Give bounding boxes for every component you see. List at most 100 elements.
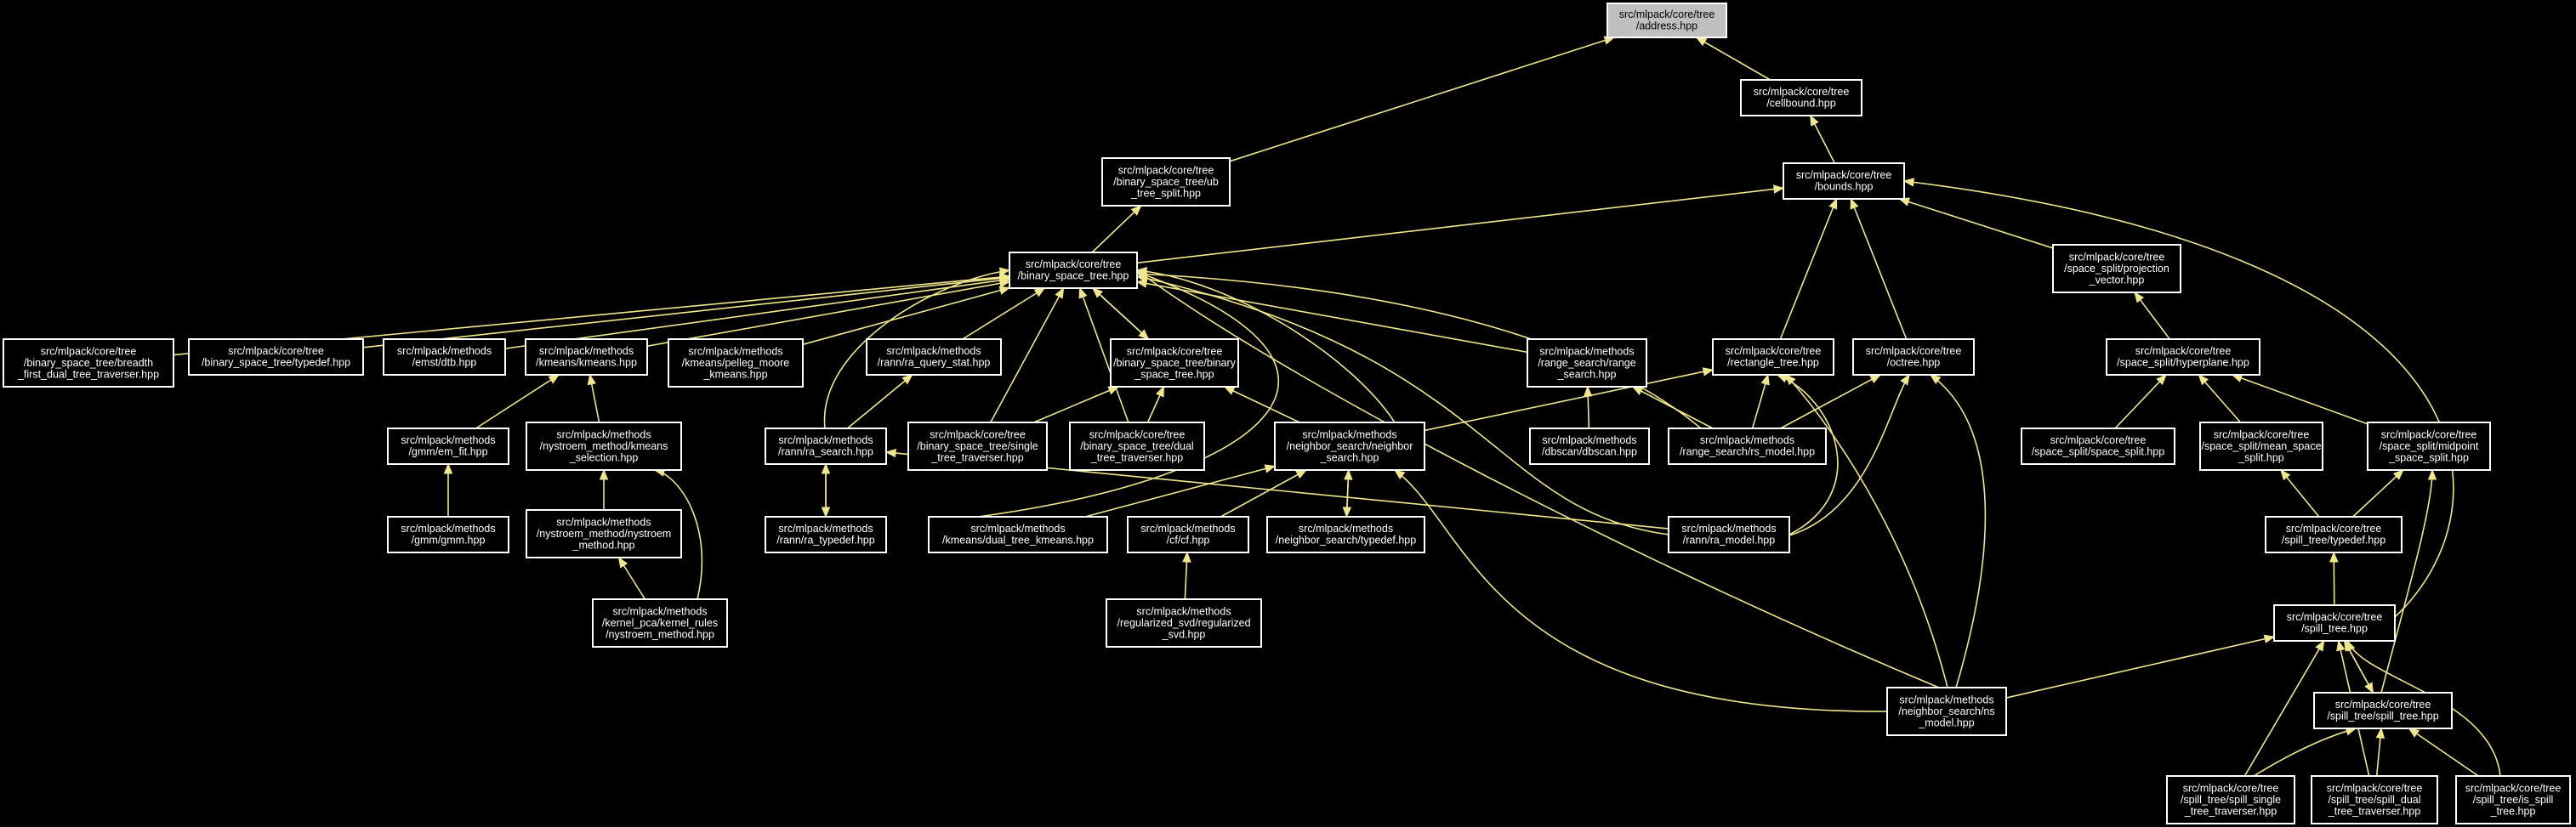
node-dual_trav[interactable]: src/mlpack/core/tree/binary_space_tree/d… xyxy=(1069,422,1205,471)
node-box xyxy=(526,509,682,558)
node-ra_query_stat[interactable]: src/mlpack/methods/rann/ra_query_stat.hp… xyxy=(866,338,1002,376)
node-gmm[interactable]: src/mlpack/methods/gmm/gmm.hpp xyxy=(387,516,509,553)
node-single_trav[interactable]: src/mlpack/core/tree/binary_space_tree/s… xyxy=(907,422,1048,471)
node-spill_single[interactable]: src/mlpack/core/tree/spill_tree/spill_si… xyxy=(2166,775,2295,824)
arrowhead xyxy=(2392,469,2404,480)
node-bounds[interactable]: src/mlpack/core/tree/bounds.hpp xyxy=(1783,162,1905,200)
edge-gmm-to-em_fit xyxy=(443,462,453,517)
node-space_split[interactable]: src/mlpack/core/tree/space_split/space_s… xyxy=(2021,428,2175,465)
node-spill_tree[interactable]: src/mlpack/core/tree/spill_tree.hpp xyxy=(2273,604,2396,642)
node-spill_typedef[interactable]: src/mlpack/core/tree/spill_tree/typedef.… xyxy=(2265,516,2403,553)
node-label-line: src/mlpack/core/tree xyxy=(1089,428,1186,440)
node-label-line: /cellbound.hpp xyxy=(1766,98,1835,110)
node-bst_typedef[interactable]: src/mlpack/core/tree/binary_space_tree/t… xyxy=(188,338,364,376)
node-label-line: /kmeans/pelleg_moore xyxy=(682,357,790,369)
node-label-line: _tree_split.hpp xyxy=(1130,187,1201,199)
node-ub_split[interactable]: src/mlpack/core/tree/binary_space_tree/u… xyxy=(1101,157,1231,207)
arrowhead xyxy=(1695,37,1708,47)
node-ra_model[interactable]: src/mlpack/methods/rann/ra_model.hpp xyxy=(1668,516,1790,553)
edge-kernel_pca-to-nystroem xyxy=(617,556,646,600)
edge-line xyxy=(504,278,1010,349)
node-bst[interactable]: src/mlpack/core/tree/binary_space_tree.h… xyxy=(1009,252,1138,289)
arrowhead xyxy=(2336,639,2346,652)
arrowhead xyxy=(1900,373,1910,386)
arrowhead xyxy=(2134,291,2145,303)
node-range_search[interactable]: src/mlpack/methods/range_search/range_se… xyxy=(1527,338,1647,388)
node-address[interactable]: src/mlpack/core/tree/address.hpp xyxy=(1606,3,1727,38)
node-mean_space[interactable]: src/mlpack/core/tree/space_split/mean_sp… xyxy=(2199,422,2323,471)
node-midpoint[interactable]: src/mlpack/core/tree/space_split/midpoin… xyxy=(2367,422,2491,471)
node-label-line: /neighbor_search/neighbor xyxy=(1287,440,1413,452)
edge-line xyxy=(1850,198,1908,340)
node-label-line: /spill_tree/spill_single xyxy=(2181,794,2281,806)
arrowhead xyxy=(599,468,609,480)
node-em_fit[interactable]: src/mlpack/methods/gmm/em_fit.hpp xyxy=(387,428,509,465)
node-cf[interactable]: src/mlpack/methods/cf/cf.hpp xyxy=(1127,516,1249,553)
node-box xyxy=(2052,244,2181,293)
edge-dbscan-to-range_search xyxy=(1583,385,1593,429)
edge-spill_tree-to-spill_typedef xyxy=(2329,551,2339,606)
edge-rs_model-to-range_search xyxy=(1631,386,1714,429)
node-label-line: /space_split/projection xyxy=(2064,263,2169,275)
node-bst_binary[interactable]: src/mlpack/core/tree/binary_space_tree/b… xyxy=(1110,338,1239,388)
node-label-line: src/mlpack/methods xyxy=(1539,345,1634,357)
node-ns_typedef[interactable]: src/mlpack/methods/neighbor_search/typed… xyxy=(1266,516,1425,553)
node-label-line: /binary_space_tree.hpp xyxy=(1018,270,1129,282)
node-spill_spill[interactable]: src/mlpack/core/tree/spill_tree/spill_tr… xyxy=(2313,692,2453,729)
node-dtb[interactable]: src/mlpack/methods/emst/dtb.hpp xyxy=(383,338,506,376)
arrowhead xyxy=(2156,374,2167,385)
edge-line xyxy=(2005,636,2275,699)
arrowhead xyxy=(1223,386,1236,395)
arrowhead xyxy=(1828,197,1838,210)
node-ns[interactable]: src/mlpack/methods/neighbor_search/neigh… xyxy=(1274,422,1425,471)
node-label-line: src/mlpack/core/tree xyxy=(228,345,324,357)
node-label-line: /kmeans/kmeans.hpp xyxy=(536,357,637,369)
node-pelleg[interactable]: src/mlpack/methods/kmeans/pelleg_moore_k… xyxy=(668,338,804,388)
node-rs_model[interactable]: src/mlpack/methods/range_search/rs_model… xyxy=(1668,428,1827,465)
edge-ra_model-to-octree xyxy=(1788,373,1910,536)
node-breadth[interactable]: src/mlpack/core/tree/binary_space_tree/b… xyxy=(3,338,174,388)
node-hyperplane[interactable]: src/mlpack/core/tree/space_split/hyperpl… xyxy=(2106,338,2260,376)
edge-line xyxy=(2114,374,2167,429)
node-dual_kmeans[interactable]: src/mlpack/methods/kmeans/dual_tree_kmea… xyxy=(928,516,1108,553)
node-label-line: src/mlpack/core/tree xyxy=(2135,345,2232,357)
node-label-line: /rann/ra_query_stat.hpp xyxy=(878,357,991,369)
node-box xyxy=(3,338,174,388)
arrowhead xyxy=(998,286,1011,295)
arrowhead xyxy=(1902,178,1915,187)
arrowhead xyxy=(1295,469,1308,479)
edge-ns_model-to-ns xyxy=(1393,469,1888,712)
node-reg_svd[interactable]: src/mlpack/methods/regularized_svd/regul… xyxy=(1106,598,1262,648)
node-kmeans_sel[interactable]: src/mlpack/methods/nystroem_method/kmean… xyxy=(526,422,682,471)
node-octree[interactable]: src/mlpack/core/tree/octree.hpp xyxy=(1852,338,1975,376)
edge-line xyxy=(1696,37,1771,81)
node-ra_search[interactable]: src/mlpack/methods/rann/ra_search.hpp xyxy=(765,428,887,465)
node-label-line: src/mlpack/methods xyxy=(556,428,651,440)
node-label-line: src/mlpack/methods xyxy=(1681,523,1776,535)
edge-line xyxy=(1033,386,1119,423)
arrowhead xyxy=(1155,385,1164,398)
edge-spill_typedef-to-mean_space xyxy=(2280,468,2320,518)
node-nystroem[interactable]: src/mlpack/methods/nystroem_method/nystr… xyxy=(526,509,682,558)
edge-line xyxy=(823,269,1010,429)
edge-bst-to-bounds xyxy=(1136,184,1785,264)
node-cellbound[interactable]: src/mlpack/core/tree/cellbound.hpp xyxy=(1740,79,1862,116)
node-dbscan[interactable]: src/mlpack/methods/dbscan/dbscan.hpp xyxy=(1529,428,1650,465)
node-ns_model[interactable]: src/mlpack/methods/neighbor_search/ns_mo… xyxy=(1886,687,2007,736)
node-is_spill[interactable]: src/mlpack/core/tree/spill_tree/is_spill… xyxy=(2455,775,2571,824)
node-box xyxy=(1852,338,1975,376)
edge-space_split-to-hyperplane xyxy=(2114,374,2167,429)
node-spill_dual[interactable]: src/mlpack/core/tree/spill_tree/spill_du… xyxy=(2311,775,2438,824)
node-label-line: src/mlpack/core/tree xyxy=(2465,782,2562,794)
node-kmeans[interactable]: src/mlpack/methods/kmeans/kmeans.hpp xyxy=(525,338,648,376)
node-box xyxy=(1009,252,1138,289)
node-rectangle[interactable]: src/mlpack/core/tree/rectangle_tree.hpp xyxy=(1712,338,1834,376)
node-ra_typedef[interactable]: src/mlpack/methods/rann/ra_typedef.hpp xyxy=(765,516,887,553)
node-projection[interactable]: src/mlpack/core/tree/space_split/project… xyxy=(2052,244,2181,293)
node-box xyxy=(907,422,1048,471)
node-label-line: src/mlpack/methods xyxy=(401,523,495,535)
node-box xyxy=(1668,516,1790,553)
node-label-line: /space_split/mean_space xyxy=(2201,440,2321,452)
node-kernel_pca[interactable]: src/mlpack/methods/kernel_pca/kernel_rul… xyxy=(592,598,728,648)
